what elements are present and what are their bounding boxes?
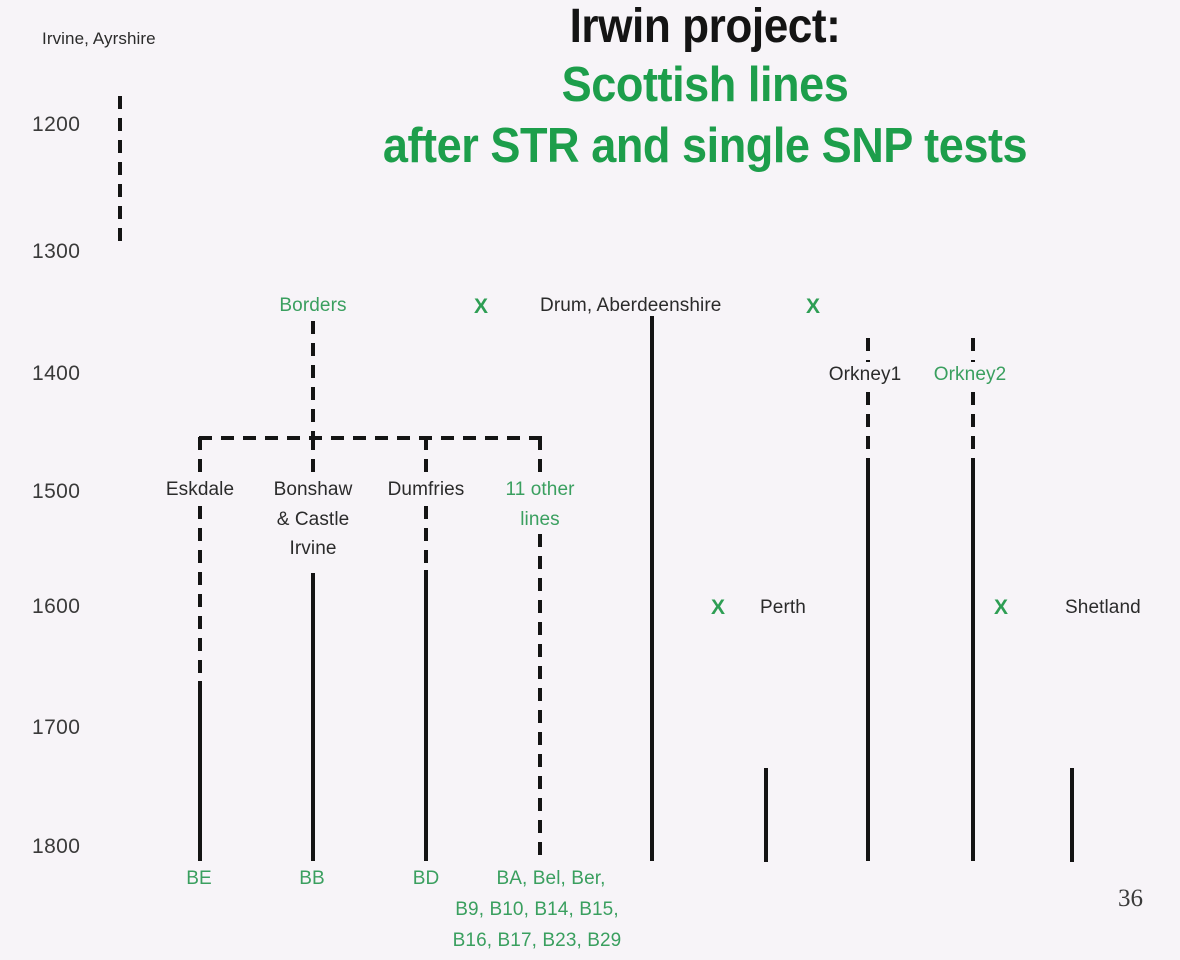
lineage-dumfries-solid (424, 570, 428, 861)
label-eskdale: Eskdale (165, 479, 235, 500)
label-shetland: Shetland (1065, 597, 1141, 618)
label-other-lines-line1: 11 other (505, 479, 575, 500)
lineage-other-lines-dashed-upper (538, 437, 542, 477)
label-orkney2: Orkney2 (933, 364, 1007, 385)
page-number: 36 (1118, 885, 1143, 912)
lineage-drum-solid (650, 316, 654, 861)
lineage-orkney1-solid (866, 469, 870, 861)
axis-tick-1600: 1600 (32, 595, 81, 618)
title-block: Irwin project: Scottish lines after STR … (230, 0, 1180, 174)
lineage-dumfries-dashed-upper (424, 437, 428, 477)
page-title: Irwin project: (569, 0, 841, 53)
label-bonshaw-line1: Bonshaw (273, 479, 353, 500)
terminal-code-group-line1: BA, Bel, Ber, (496, 868, 606, 889)
x-marker-4: X (993, 596, 1009, 619)
terminal-code-group-line2: B9, B10, B14, B15, (455, 899, 619, 920)
lineage-orkney2-dashed-upper (971, 338, 975, 362)
label-orkney1: Orkney1 (828, 364, 902, 385)
lineage-dumfries-dashed-lower (424, 506, 428, 566)
label-drum-aberdeenshire: Drum, Aberdeenshire (540, 295, 722, 316)
lineage-orkney1-dashed-upper (866, 338, 870, 362)
axis-tick-1400: 1400 (32, 362, 81, 385)
lineage-irvine-ayrshire-dashed (118, 96, 122, 242)
label-dumfries: Dumfries (387, 479, 465, 500)
axis-tick-1800: 1800 (32, 835, 81, 858)
page-subtitle-line1: Scottish lines (561, 58, 849, 113)
terminal-code-be: BE (186, 868, 212, 889)
lineage-shetland-solid (1070, 768, 1074, 862)
label-irvine-ayrshire: Irvine, Ayrshire (42, 29, 156, 48)
label-bonshaw-line2: & Castle (276, 509, 350, 530)
lineage-other-lines-dashed-lower (538, 534, 542, 862)
lineage-orkney2-solid (971, 469, 975, 861)
terminal-code-bb: BB (299, 868, 325, 889)
lineage-borders-dashed (311, 321, 315, 439)
lineage-eskdale-solid (198, 681, 202, 861)
terminal-code-group-line3: B16, B17, B23, B29 (452, 930, 622, 951)
label-other-lines-line2: lines (520, 509, 560, 530)
lineage-bonshaw-dashed (311, 437, 315, 475)
x-marker-3: X (710, 596, 726, 619)
x-marker-2: X (805, 295, 821, 318)
x-marker-1: X (473, 295, 489, 318)
lineage-orkney2-dashed-lower (971, 392, 975, 470)
axis-tick-1300: 1300 (32, 240, 81, 263)
lineage-eskdale-dashed-lower (198, 506, 202, 682)
axis-tick-1200: 1200 (32, 113, 81, 136)
lineage-orkney1-dashed-lower (866, 392, 870, 470)
page-subtitle-line2: after STR and single SNP tests (382, 119, 1028, 174)
lineage-eskdale-dashed-upper (198, 437, 202, 477)
lineage-perth-solid (764, 768, 768, 862)
axis-tick-1700: 1700 (32, 716, 81, 739)
lineage-bonshaw-solid (311, 573, 315, 861)
label-borders: Borders (279, 295, 347, 316)
terminal-code-bd: BD (412, 868, 440, 889)
bracket-horizontal-connector (199, 436, 542, 440)
label-perth: Perth (760, 597, 806, 618)
label-bonshaw-line3: Irvine (289, 538, 337, 559)
axis-tick-1500: 1500 (32, 480, 81, 503)
